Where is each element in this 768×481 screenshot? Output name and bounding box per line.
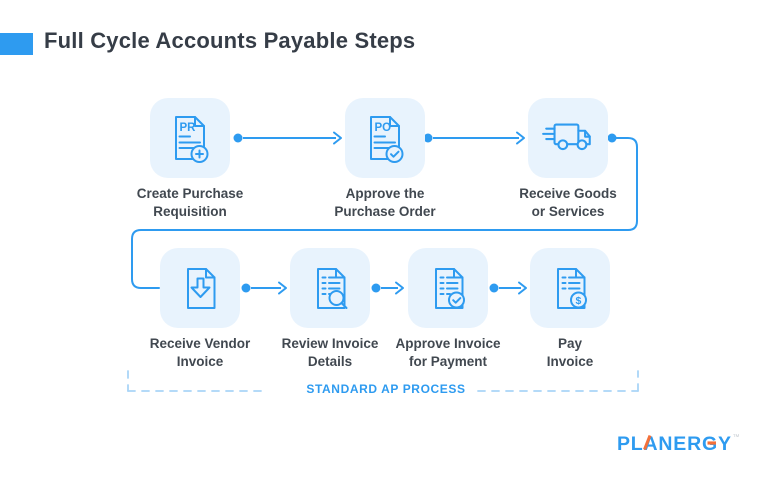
step-label: Receive Vendor Invoice	[149, 336, 251, 369]
planergy-logo-icon: PLANERGY ™	[617, 433, 740, 455]
logo-orange-accent-a	[643, 434, 652, 451]
step-label: Receive Goods or Services	[519, 186, 617, 219]
planergy-logo: PLANERGY ™	[617, 430, 749, 461]
step-label: Pay Invoice	[546, 336, 594, 369]
standard-ap-process-label: STANDARD AP PROCESS	[306, 382, 466, 396]
step-icon-box: $	[530, 248, 610, 328]
step-label: Approve the Purchase Order	[334, 186, 436, 219]
step-approve-purchase-order: PO Approve the Purchase Order	[305, 98, 465, 221]
step-review-invoice-details: Review Invoice Details	[250, 248, 410, 371]
delivery-truck-icon	[542, 123, 591, 151]
step-label: Review Invoice Details	[281, 336, 379, 369]
page-title: Full Cycle Accounts Payable Steps	[44, 28, 416, 53]
svg-text:$: $	[576, 295, 582, 307]
title-accent-square	[0, 33, 33, 55]
document-download-icon	[187, 268, 216, 309]
svg-text:PO: PO	[375, 122, 392, 134]
document-search-icon	[317, 268, 348, 309]
svg-text:PR: PR	[180, 122, 197, 134]
step-label: Approve Invoice for Payment	[395, 336, 501, 369]
step-icon-box	[528, 98, 608, 178]
document-dollar-icon: $	[557, 268, 587, 309]
logo-trademark: ™	[733, 434, 740, 441]
po-document-check-icon: PO	[370, 116, 404, 163]
document-check-icon	[435, 268, 465, 309]
step-icon-box: PO	[345, 98, 425, 178]
step-icon-box	[290, 248, 370, 328]
step-receive-goods-or-services: Receive Goods or Services	[488, 98, 648, 221]
step-label: Create Purchase Requisition	[136, 186, 244, 219]
step-create-purchase-requisition: PR Create Purchase Requisition	[110, 98, 270, 221]
step-icon-box: PR	[150, 98, 230, 178]
pr-document-add-icon: PR	[175, 116, 209, 163]
step-icon-box	[408, 248, 488, 328]
step-receive-vendor-invoice: Receive Vendor Invoice	[120, 248, 280, 371]
step-icon-box	[160, 248, 240, 328]
step-pay-invoice: $ Pay Invoice	[490, 248, 650, 371]
step-approve-invoice-for-payment: Approve Invoice for Payment	[368, 248, 528, 371]
